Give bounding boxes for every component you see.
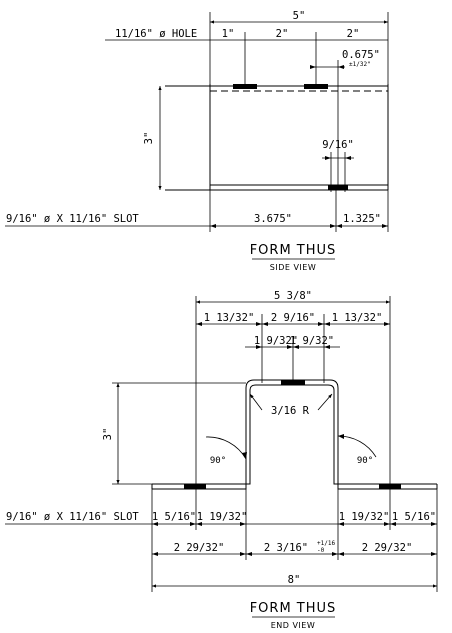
end-view: 5 3/8" 1 13/32" 2 9/16" 1 13/32" 1 9/32"… <box>5 290 438 630</box>
label-angle-right: 90° <box>357 456 373 466</box>
angle-arrow-left <box>242 452 247 459</box>
label-slot-left: 3.675" <box>254 213 292 225</box>
side-view-subtitle: SIDE VIEW <box>270 263 317 272</box>
label-height: 3" <box>143 132 155 145</box>
dim-slot-width-arrows <box>325 156 351 160</box>
label-inner-left: 1 9/32" <box>254 335 298 347</box>
label-radius: 3/16 R <box>271 405 310 417</box>
label-overall-width: 5" <box>293 10 306 22</box>
label-bot-right: 2 29/32" <box>362 542 413 554</box>
radius-leader-right <box>317 393 333 411</box>
label-b-left-inner: 1 19/32" <box>197 511 248 523</box>
label-angle-left: 90° <box>210 456 226 466</box>
label-overall-bottom: 8" <box>288 574 301 586</box>
label-end-height: 3" <box>102 428 114 441</box>
label-end-slot: 9/16" ø X 11/16" SLOT <box>6 511 139 523</box>
hole-2 <box>304 84 328 89</box>
angle-arc-right <box>337 435 377 458</box>
label-slot-right: 1.325" <box>343 213 381 225</box>
label-bot-mid-tol-top: +1/16 <box>317 540 335 547</box>
label-b-right-outer: 1 5/16" <box>392 511 436 523</box>
label-bot-mid-tol-bottom: -0 <box>317 547 325 554</box>
side-view-title: FORM THUS <box>250 243 337 258</box>
label-hole-offset: 0.675" <box>342 49 380 61</box>
slot-bottom <box>328 185 348 190</box>
label-bot-left: 2 29/32" <box>174 542 225 554</box>
end-view-title: FORM THUS <box>250 601 337 616</box>
label-hole: 11/16" ø HOLE <box>115 28 197 40</box>
hole-right-flange <box>379 484 401 489</box>
label-top-left: 1 13/32" <box>204 312 255 324</box>
label-top-mid: 2 9/16" <box>271 312 315 324</box>
label-seg-mid: 2" <box>276 28 289 40</box>
hole-1 <box>233 84 257 89</box>
radius-leader-left <box>249 393 263 411</box>
angle-arrow-right <box>338 434 344 439</box>
hole-top <box>281 380 305 385</box>
dim-inner-arrows <box>256 345 330 349</box>
profile-outer <box>152 379 437 490</box>
label-bot-mid: 2 3/16" <box>264 542 308 554</box>
label-slot-width: 9/16" <box>322 139 354 151</box>
hole-left-flange <box>184 484 206 489</box>
label-seg-right: 2" <box>347 28 360 40</box>
label-slot: 9/16" ø X 11/16" SLOT <box>6 213 139 225</box>
end-view-subtitle: END VIEW <box>271 621 316 630</box>
side-view: 5" 11/16" ø HOLE 1" 2" 2" 0.675" ±1/32" … <box>5 10 389 272</box>
label-b-right-inner: 1 19/32" <box>339 511 390 523</box>
label-inner-right: 1 9/32" <box>290 335 334 347</box>
label-seg-left: 1" <box>222 28 235 40</box>
label-top-right: 1 13/32" <box>332 312 383 324</box>
profile-inner <box>152 384 437 485</box>
label-overall-top: 5 3/8" <box>274 290 312 302</box>
label-b-left-outer: 1 5/16" <box>152 511 196 523</box>
label-hole-offset-tol: ±1/32" <box>349 61 371 68</box>
